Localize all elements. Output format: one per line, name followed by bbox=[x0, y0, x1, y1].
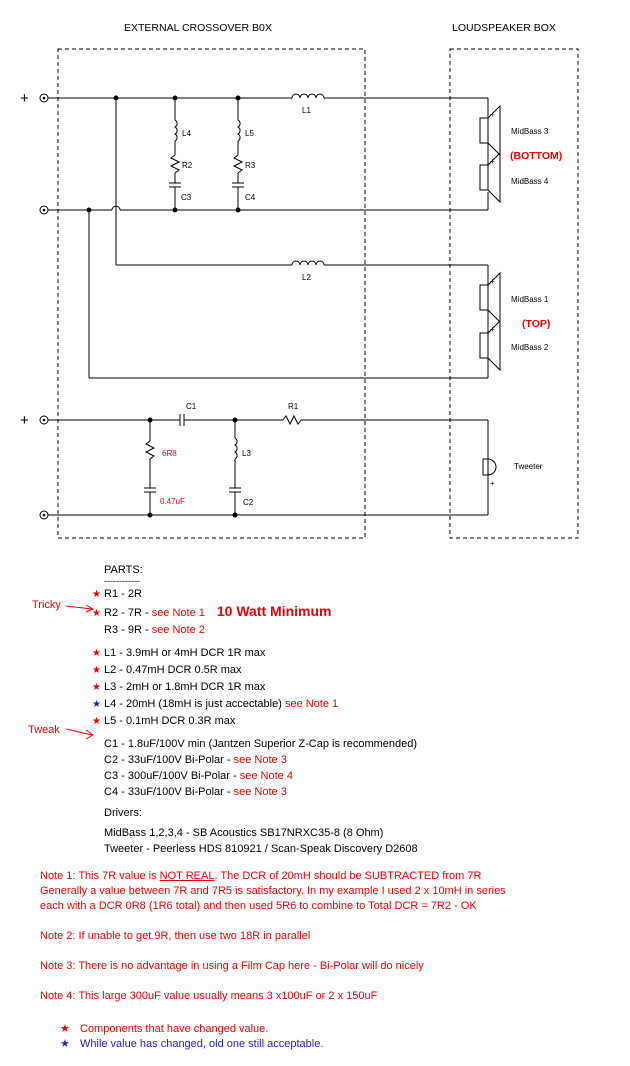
inductor-L4 bbox=[173, 119, 178, 142]
notes: Note 1: This 7R value is NOT REAL. The D… bbox=[40, 869, 506, 1004]
note-3: Note 3: There is no advantage in using a… bbox=[40, 960, 424, 972]
inductor-L3 bbox=[233, 437, 238, 460]
part-r1: ★R1 - 2R bbox=[92, 586, 418, 603]
label-6R8: 6R8 bbox=[162, 449, 177, 458]
crossover-schematic: EXTERNAL CROSSOVER B0X LOUDSPEAKER BOX +… bbox=[20, 22, 579, 539]
label-C2: C2 bbox=[243, 498, 254, 507]
polarity-plus: + bbox=[490, 277, 495, 286]
red-star-icon: ★ bbox=[92, 716, 101, 728]
inductor-L1 bbox=[291, 93, 325, 99]
part-c2: C2 - 33uF/100V Bi-Polar - see Note 3 bbox=[104, 753, 287, 766]
polarity-plus: + bbox=[490, 479, 495, 488]
resistor-R3 bbox=[232, 154, 244, 174]
label-midbass-4: MidBass 4 bbox=[511, 177, 549, 186]
part-c4: C4 - 33uF/100V Bi-Polar - see Note 3 bbox=[104, 786, 287, 799]
crossover-box-outline bbox=[57, 48, 366, 539]
red-star-icon: ★ bbox=[92, 664, 101, 676]
label-C4: C4 bbox=[245, 193, 256, 202]
part-l3: ★L3 - 2mH or 1.8mH DCR 1R max bbox=[92, 679, 418, 696]
label-L2: L2 bbox=[302, 273, 311, 282]
red-star-icon: ★ bbox=[60, 1023, 70, 1035]
legend-blue: ★While value has changed, old one still … bbox=[60, 1038, 324, 1050]
drivers-midbass: MidBass 1,2,3,4 - SB Acoustics SB17NRXC3… bbox=[104, 826, 384, 839]
note-1: Note 1: This 7R value is NOT REAL. The D… bbox=[40, 870, 482, 882]
red-star-icon: ★ bbox=[92, 608, 101, 620]
part-r3: R3 - 9R - see Note 2 bbox=[104, 624, 205, 637]
label-midbass-1: MidBass 1 bbox=[511, 295, 549, 304]
red-star-icon: ★ bbox=[92, 647, 101, 659]
label-L4: L4 bbox=[182, 129, 191, 138]
label-047uF: 0.47uF bbox=[160, 497, 185, 506]
part-c3: C3 - 300uF/100V Bi-Polar - see Note 4 bbox=[104, 770, 293, 783]
parts-title: PARTS: bbox=[104, 564, 143, 576]
inductor-L5 bbox=[236, 119, 241, 142]
resistor-6R8 bbox=[144, 440, 156, 460]
plus-sign: + bbox=[20, 412, 29, 429]
speaker-box-title: LOUDSPEAKER BOX bbox=[452, 22, 556, 34]
polarity-plus: + bbox=[490, 325, 495, 334]
note-1-line-2: Generally a value between 7R and 7R5 is … bbox=[40, 885, 506, 897]
label-bottom: (BOTTOM) bbox=[510, 150, 562, 162]
part-l5: ★L5 - 0.1mH DCR 0.3R max bbox=[92, 713, 418, 730]
drivers-tweeter: Tweeter - Peerless HDS 810921 / Scan-Spe… bbox=[104, 842, 418, 855]
crossover-box-title: EXTERNAL CROSSOVER B0X bbox=[124, 22, 272, 34]
part-c1: C1 - 1.8uF/100V min (Jantzen Superior Z-… bbox=[104, 737, 418, 750]
part-l1: ★L1 - 3.9mH or 4mH DCR 1R max bbox=[92, 645, 418, 662]
tweak-label: Tweak bbox=[28, 724, 60, 736]
speaker-box-outline bbox=[449, 48, 579, 539]
blue-star-icon: ★ bbox=[92, 699, 101, 711]
label-midbass-3: MidBass 3 bbox=[511, 127, 549, 136]
note-4: Note 4: This large 300uF value usually m… bbox=[40, 990, 378, 1002]
inductor-L2 bbox=[291, 260, 325, 266]
polarity-plus: + bbox=[490, 157, 495, 166]
label-tweeter: Tweeter bbox=[514, 462, 543, 471]
label-R3: R3 bbox=[245, 161, 256, 170]
polarity-plus: + bbox=[490, 110, 495, 119]
legend: ★Components that have changed value. ★Wh… bbox=[60, 1022, 323, 1052]
drivers-title: Drivers: bbox=[104, 807, 142, 820]
label-L1: L1 bbox=[302, 106, 311, 115]
label-C3: C3 bbox=[181, 193, 192, 202]
label-R2: R2 bbox=[182, 161, 193, 170]
label-L5: L5 bbox=[245, 129, 254, 138]
parts-rule: ------------ bbox=[104, 576, 140, 586]
label-L3: L3 bbox=[242, 449, 251, 458]
label-R1: R1 bbox=[288, 402, 299, 411]
red-star-icon: ★ bbox=[92, 682, 101, 694]
tricky-label: Tricky bbox=[32, 599, 61, 611]
resistor-R2 bbox=[169, 154, 181, 174]
part-l2: ★L2 - 0.47mH DCR 0.5R max bbox=[92, 662, 418, 679]
label-top: (TOP) bbox=[522, 318, 550, 330]
tweeter-symbol bbox=[482, 458, 489, 476]
note-2: Note 2: If unable to get 9R, then use tw… bbox=[40, 930, 311, 942]
note-1-line-3: each with a DCR 0R8 (1R6 total) and then… bbox=[40, 900, 477, 912]
label-midbass-2: MidBass 2 bbox=[511, 343, 549, 352]
part-l4: ★L4 - 20mH (18mH is just accectable) see… bbox=[92, 696, 418, 713]
label-C1: C1 bbox=[186, 402, 197, 411]
legend-red: ★Components that have changed value. bbox=[60, 1023, 269, 1035]
red-star-icon: ★ bbox=[92, 589, 101, 600]
resistor-R1 bbox=[282, 414, 302, 426]
tricky-arrow-icon bbox=[66, 604, 95, 613]
blue-star-icon: ★ bbox=[60, 1038, 70, 1050]
tweak-arrow-icon bbox=[66, 728, 94, 740]
plus-sign: + bbox=[20, 90, 29, 107]
min-watt-label: 10 Watt Minimum bbox=[216, 603, 332, 620]
